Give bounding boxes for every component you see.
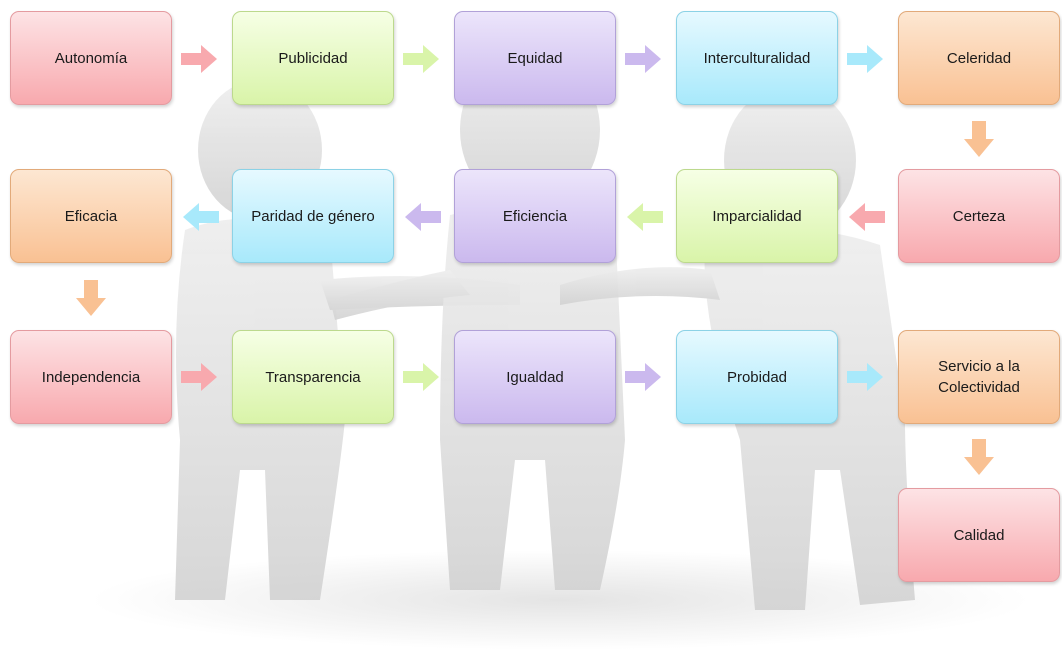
node-eficacia: Eficacia xyxy=(10,169,172,263)
node-certeza: Certeza xyxy=(898,169,1060,263)
node-eficiencia: Eficiencia xyxy=(454,169,616,263)
node-celeridad: Celeridad xyxy=(898,11,1060,105)
node-label: Publicidad xyxy=(278,49,348,67)
node-label: Transparencia xyxy=(265,368,361,386)
node-servicio-a-la-colectividad: Servicio a la Colectividad xyxy=(898,330,1060,424)
node-label: Equidad xyxy=(507,49,563,67)
node-label: Servicio a la Colectividad xyxy=(938,358,1020,396)
node-probidad: Probidad xyxy=(676,330,838,424)
arrow-right-icon xyxy=(625,45,661,73)
arrow-down-icon xyxy=(76,280,106,316)
node-label: Paridad de género xyxy=(251,207,375,225)
arrow-left-icon xyxy=(405,203,441,231)
arrow-left-icon xyxy=(849,203,885,231)
node-label: Autonomía xyxy=(54,49,128,67)
node-label: Eficacia xyxy=(64,207,118,225)
node-calidad: Calidad xyxy=(898,488,1060,582)
arrow-down-icon xyxy=(964,439,994,475)
node-independencia: Independencia xyxy=(10,330,172,424)
node-label: Igualdad xyxy=(506,368,564,386)
node-label: Imparcialidad xyxy=(712,207,802,225)
node-label: Probidad xyxy=(726,368,788,386)
node-autonomia: Autonomía xyxy=(10,11,172,105)
node-label: Interculturalidad xyxy=(703,49,811,67)
node-label: Calidad xyxy=(953,526,1005,544)
node-interculturalidad: Interculturalidad xyxy=(676,11,838,105)
node-equidad: Equidad xyxy=(454,11,616,105)
arrow-right-icon xyxy=(403,363,439,391)
arrow-right-icon xyxy=(403,45,439,73)
node-transparencia: Transparencia xyxy=(232,330,394,424)
arrow-right-icon xyxy=(181,45,217,73)
node-label: Certeza xyxy=(952,207,1006,225)
arrow-right-icon xyxy=(847,45,883,73)
arrow-right-icon xyxy=(847,363,883,391)
node-paridad-de-genero: Paridad de género xyxy=(232,169,394,263)
node-label: Celeridad xyxy=(946,49,1012,67)
node-label: Eficiencia xyxy=(502,207,568,225)
arrow-left-icon xyxy=(627,203,663,231)
node-imparcialidad: Imparcialidad xyxy=(676,169,838,263)
arrow-down-icon xyxy=(964,121,994,157)
node-igualdad: Igualdad xyxy=(454,330,616,424)
arrow-right-icon xyxy=(625,363,661,391)
node-label: Independencia xyxy=(41,368,141,386)
arrow-right-icon xyxy=(181,363,217,391)
node-publicidad: Publicidad xyxy=(232,11,394,105)
arrow-left-icon xyxy=(183,203,219,231)
